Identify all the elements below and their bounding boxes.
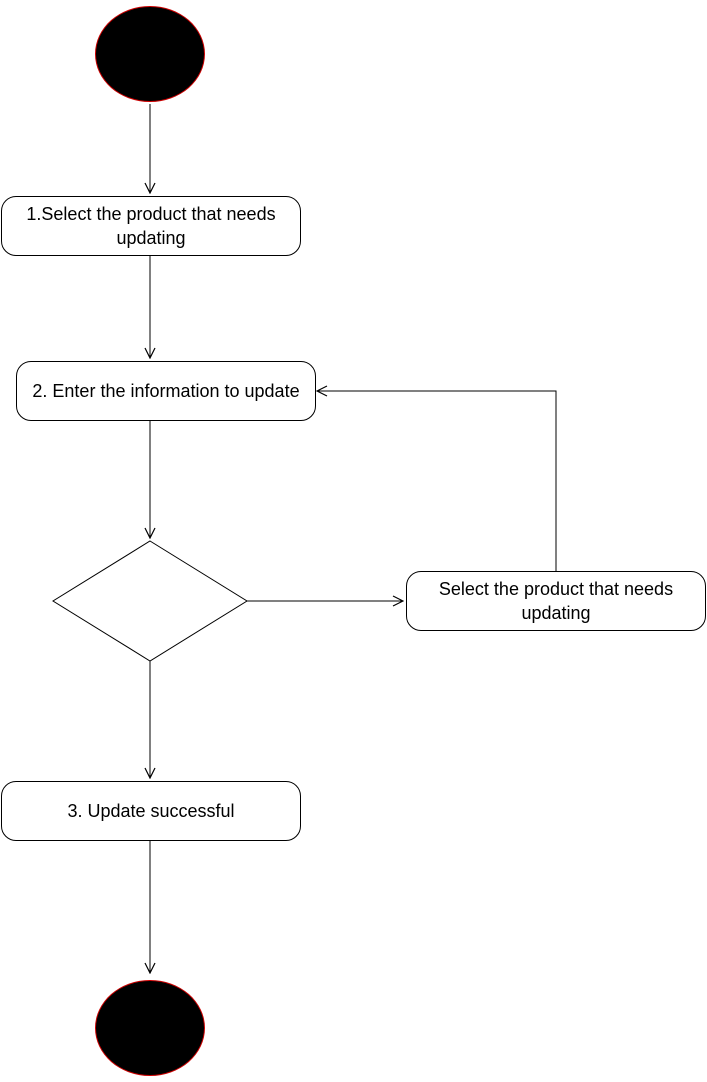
step-update-successful: 3. Update successful [1, 781, 301, 841]
step-enter-info: 2. Enter the information to update [16, 361, 316, 421]
step-side-select-label: Select the product that needs updating [438, 579, 674, 623]
step-update-successful-label: 3. Update successful [67, 801, 235, 821]
flow-side-back-to-step2 [317, 391, 557, 571]
step-select-product: 1.Select the product that needs updating [1, 196, 301, 256]
decision-diamond [52, 540, 248, 662]
end-node [95, 980, 205, 1076]
start-node [95, 6, 205, 102]
step-enter-info-label: 2. Enter the information to update [32, 381, 300, 401]
step-select-product-label: 1.Select the product that needs updating [26, 204, 276, 248]
step-side-select: Select the product that needs updating [406, 571, 706, 631]
